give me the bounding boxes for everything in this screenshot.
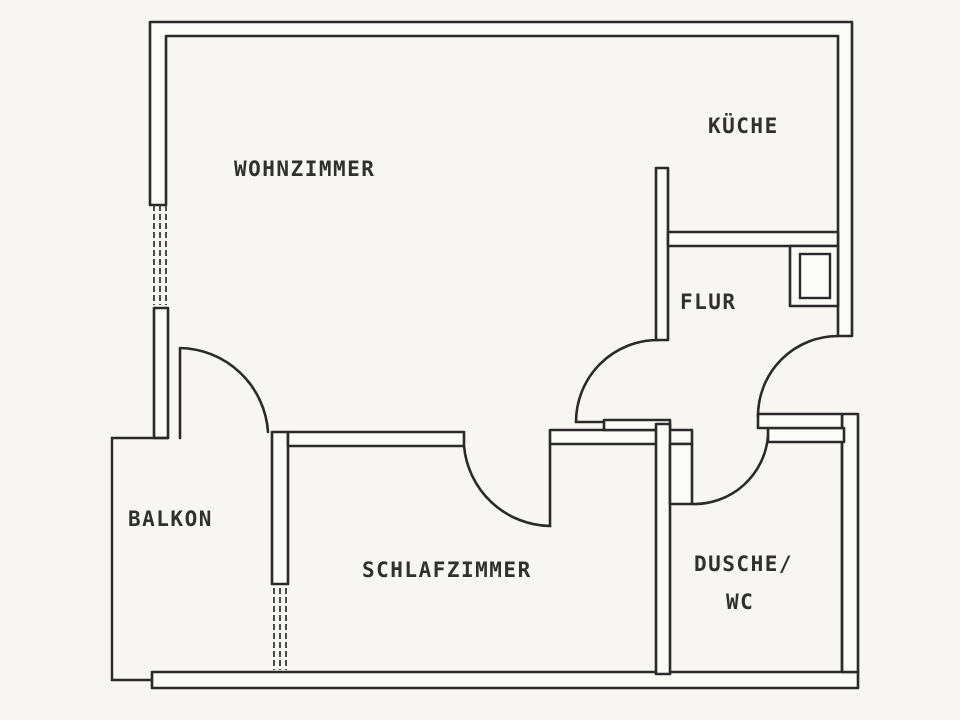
outer-wall-left-lower xyxy=(152,306,170,440)
label-dusche: DUSCHE/ xyxy=(694,552,793,576)
door-entrance-arc xyxy=(756,334,840,418)
outer-wall-top xyxy=(148,20,854,338)
wall-living-bedroom-left xyxy=(286,430,466,448)
door-bedroom-arc xyxy=(462,442,552,528)
label-balkon: BALKON xyxy=(128,507,213,531)
wall-shower-jamb xyxy=(668,442,694,506)
hall-closet xyxy=(788,244,840,308)
wall-kitchen xyxy=(666,230,840,248)
balcony-outline xyxy=(110,436,170,682)
outer-wall-right-lower xyxy=(840,412,860,674)
window-bedroom-wall xyxy=(273,588,287,670)
door-balcony-arc xyxy=(178,346,270,440)
label-schlafzimmer: SCHLAFZIMMER xyxy=(362,558,532,582)
door-hall-arc xyxy=(574,338,660,424)
door-shower-arc xyxy=(690,434,770,506)
wall-hall-left xyxy=(654,166,670,342)
outer-wall-bottom xyxy=(150,670,860,690)
wall-shower-top xyxy=(766,426,846,444)
label-kueche: KÜCHE xyxy=(708,113,779,138)
label-wohnzimmer: WOHNZIMMER xyxy=(234,157,375,181)
label-flur: FLUR xyxy=(680,290,737,314)
wall-hall-bottom xyxy=(756,412,844,430)
wall-bedroom-shower xyxy=(654,422,672,676)
window-left-wall xyxy=(153,205,167,305)
bedroom-wall-left xyxy=(270,430,290,586)
label-wc: WC xyxy=(726,590,754,614)
